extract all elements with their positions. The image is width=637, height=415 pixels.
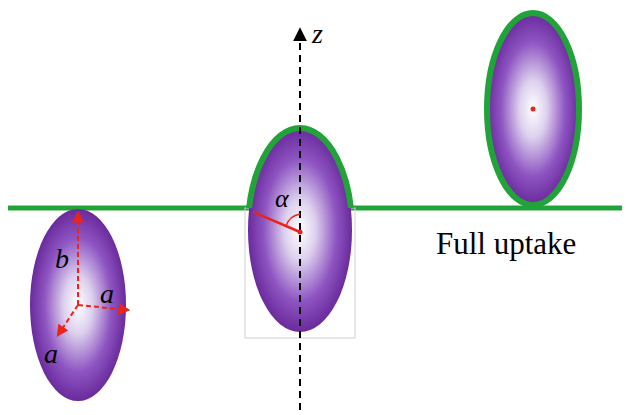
- angle-arc: [286, 214, 300, 226]
- angle-label: α: [275, 186, 289, 212]
- axis-arrows: [58, 213, 128, 335]
- particle: [30, 209, 126, 401]
- dimension-label: a: [44, 340, 58, 368]
- particle: [487, 13, 579, 205]
- axis-label: z: [312, 20, 323, 48]
- center-dot: [298, 230, 303, 235]
- dimension-label: a: [100, 280, 114, 308]
- angle-line: [253, 212, 300, 232]
- caption-label: Full uptake: [436, 228, 576, 259]
- center-dot: [531, 107, 536, 112]
- z-axis: [299, 30, 301, 410]
- dimension-label: b: [55, 245, 69, 273]
